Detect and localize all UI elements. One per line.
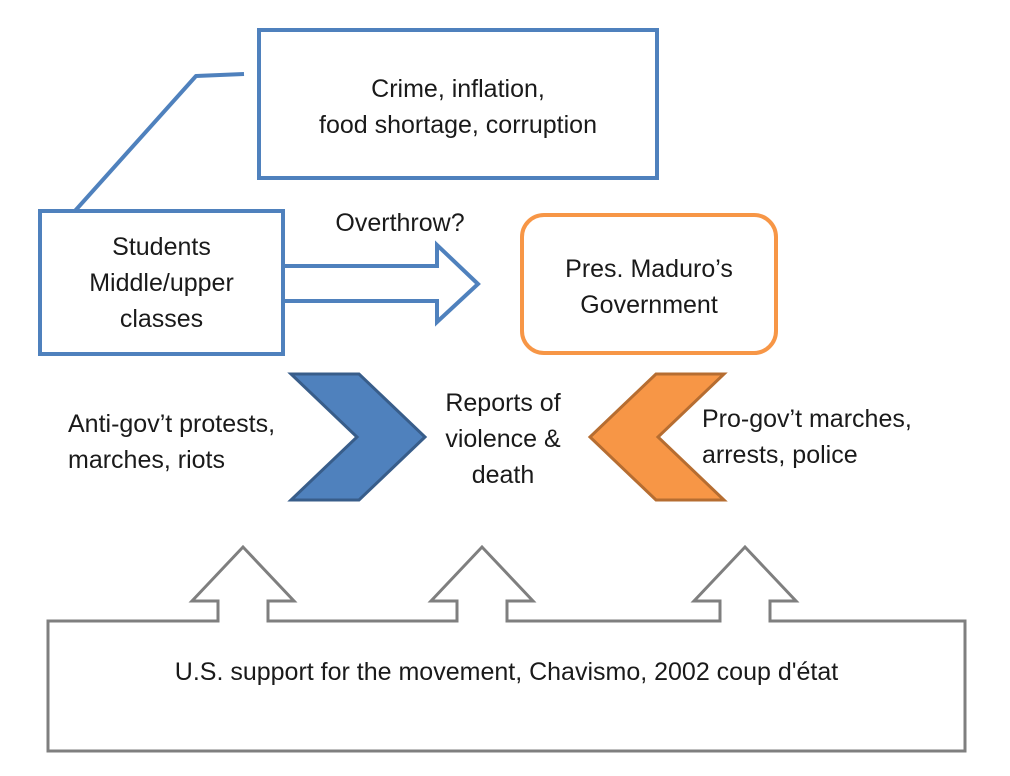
background-text: U.S. support for the movement, Chavismo,… xyxy=(174,658,839,686)
blue-chevron-right-icon xyxy=(287,372,428,502)
background-box-label: U.S. support for the movement, Chavismo,… xyxy=(48,654,965,690)
students-box-shape xyxy=(38,209,285,356)
pro-gov-line-2: arrests, police xyxy=(702,441,858,469)
anti-gov-label: Anti-gov’t protests, marches, riots xyxy=(68,406,298,478)
overthrow-label: Overthrow? xyxy=(310,205,490,241)
pro-gov-label: Pro-gov’t marches, arrests, police xyxy=(702,401,942,473)
students-line-3: classes xyxy=(119,305,204,333)
students-box-label: Students Middle/upper classes xyxy=(40,229,283,337)
pro-gov-line-1: Pro-gov’t marches, xyxy=(702,405,912,433)
students-line-1: Students xyxy=(112,233,211,261)
callout-connector-line xyxy=(72,72,245,214)
orange-chevron-left-icon xyxy=(587,372,728,502)
government-box-shape xyxy=(520,213,778,355)
anti-gov-line-2: marches, riots xyxy=(68,446,225,474)
background-box-shape xyxy=(46,544,967,753)
government-line-2: Government xyxy=(580,291,718,319)
anti-gov-line-1: Anti-gov’t protests, xyxy=(68,410,276,438)
issues-box-shape xyxy=(257,28,659,180)
issues-box-label: Crime, inflation, food shortage, corrupt… xyxy=(259,71,657,143)
government-line-1: Pres. Maduro’s xyxy=(565,255,733,283)
overthrow-text: Overthrow? xyxy=(335,209,465,237)
center-reports-label: Reports of violence & death xyxy=(428,385,578,493)
issues-line-1: Crime, inflation, xyxy=(371,75,545,103)
government-box-label: Pres. Maduro’s Government xyxy=(522,251,776,323)
reports-line-2: violence & xyxy=(445,425,561,453)
reports-line-3: death xyxy=(471,461,535,489)
reports-line-1: Reports of xyxy=(445,389,561,417)
issues-line-2: food shortage, corruption xyxy=(319,111,597,139)
students-line-2: Middle/upper xyxy=(89,269,234,297)
block-arrow-right-icon xyxy=(281,240,481,327)
